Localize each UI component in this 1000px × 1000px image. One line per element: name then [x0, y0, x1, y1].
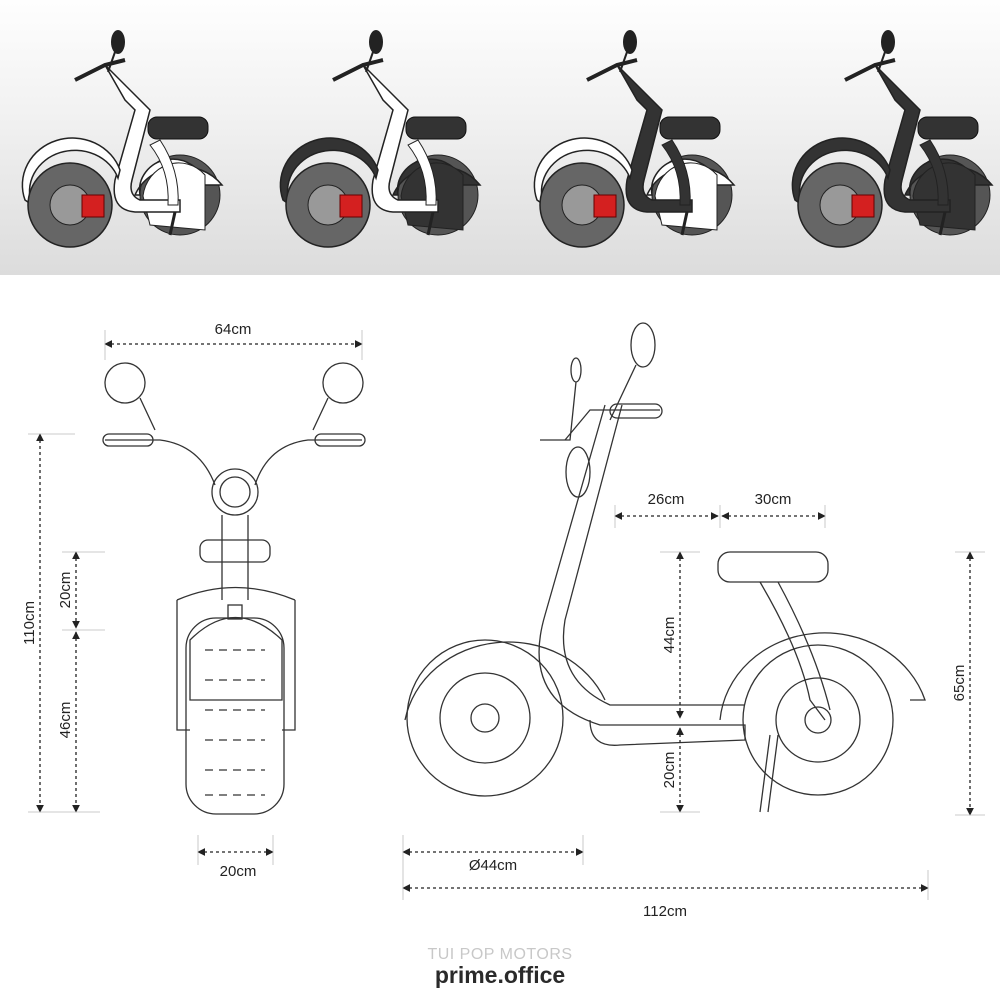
label-seat-length: 30cm	[755, 491, 792, 508]
label-seat-floor: 44cm	[661, 617, 678, 654]
label-seat-fork: 20cm	[57, 572, 74, 609]
label-tire-width: 20cm	[220, 863, 257, 880]
label-seat-height: 65cm	[951, 665, 968, 702]
brand-logo: prime.office	[434, 962, 566, 988]
front-view-scooter	[102, 362, 366, 815]
side-view-scooter	[404, 322, 926, 813]
label-total-length: 112cm	[643, 903, 687, 920]
scooter-thumbnail	[279, 30, 482, 248]
label-front-width: 64cm	[215, 321, 252, 338]
label-fork-height: 46cm	[57, 702, 74, 739]
brand-subtitle: TUI POP MOTORS	[427, 946, 573, 963]
scooter-thumbnail	[533, 30, 736, 248]
label-wheel-diameter: Ø44cm	[469, 857, 517, 874]
scooter-thumbnail	[791, 30, 994, 248]
scooter-thumbnail	[21, 30, 224, 248]
color-variant-thumbnails	[21, 30, 994, 248]
label-total-height: 110cm	[21, 601, 38, 645]
label-floor: 20cm	[661, 752, 678, 789]
label-steer-seat: 26cm	[648, 491, 685, 508]
